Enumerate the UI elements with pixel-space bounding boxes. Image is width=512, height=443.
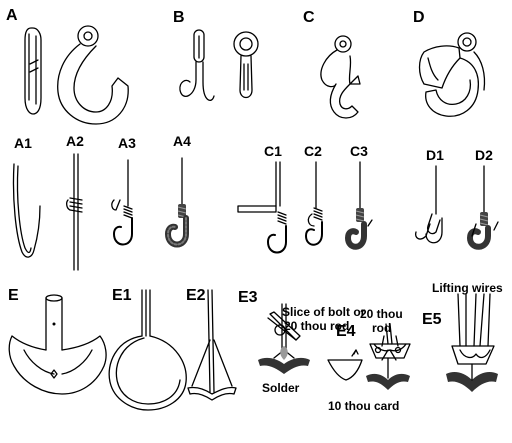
step-d2-painted-double-hook <box>466 165 499 250</box>
label-e3: E3 <box>238 289 258 306</box>
step-e3-soldered-slice <box>258 303 310 374</box>
hook-e-anchor <box>8 294 107 395</box>
step-e4-card-rod <box>327 323 411 390</box>
label-c1: C1 <box>264 143 282 159</box>
hook-c <box>320 35 361 119</box>
hook-d <box>418 32 486 117</box>
label-d2: D2 <box>475 147 493 163</box>
label-a: A <box>6 7 18 24</box>
label-d1: D1 <box>426 147 444 163</box>
step-e2-wire-t <box>187 289 237 401</box>
label-a3: A3 <box>118 135 136 151</box>
label-c: C <box>303 9 315 26</box>
annotation-slice-of-bolt-line2: 20 thou rod <box>284 319 349 333</box>
label-a4: A4 <box>173 133 191 149</box>
step-c1-wire-with-rod <box>237 161 287 254</box>
step-a4-painted-hook <box>168 157 186 245</box>
label-c3: C3 <box>350 143 368 159</box>
annotation-20-thou-rod-line1: 20 thou <box>360 307 403 321</box>
step-a1-bent-wire <box>12 163 41 258</box>
hook-b-front-view <box>233 31 259 99</box>
annotation-slice-of-bolt-line1: Slice of bolt or <box>282 305 366 319</box>
label-b: B <box>173 9 185 26</box>
step-c3-painted-hook <box>344 161 373 250</box>
step-a2-wire-with-binding <box>66 153 83 271</box>
label-e5: E5 <box>422 311 442 328</box>
label-e1: E1 <box>112 287 132 304</box>
step-e5-lifting-wires <box>446 293 498 392</box>
annotation-solder: Solder <box>262 381 300 395</box>
annotation-20-thou-rod-line2: rod <box>372 321 391 335</box>
hook-a-side-view <box>24 27 42 115</box>
annotation-10-thou-card: 10 thou card <box>328 399 399 413</box>
step-c2-wound-hook <box>305 161 323 246</box>
label-e2: E2 <box>186 287 206 304</box>
label-e: E <box>8 287 19 304</box>
hook-b-side-view <box>179 29 215 101</box>
label-d: D <box>413 9 425 26</box>
label-c2: C2 <box>304 143 322 159</box>
step-a3-wound-hook <box>111 159 133 246</box>
label-a1: A1 <box>14 135 32 151</box>
label-a2: A2 <box>66 133 84 149</box>
label-e4: E4 <box>336 323 356 340</box>
annotation-lifting-wires: Lifting wires <box>432 281 503 295</box>
hook-a-front-view <box>57 25 129 125</box>
step-e1-wire-loop <box>108 289 187 411</box>
step-d1-double-hook <box>414 165 443 244</box>
